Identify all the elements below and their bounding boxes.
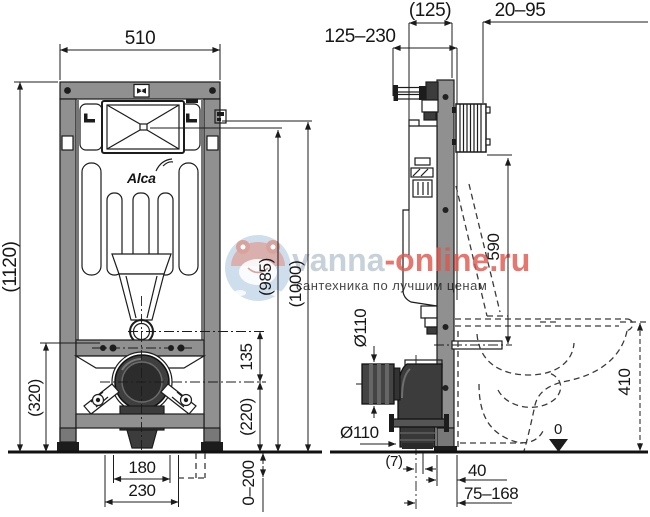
brace-left (83, 383, 120, 415)
dim-220-label: (220) (237, 398, 256, 436)
dim-590-label: 590 (484, 233, 503, 260)
dim-125-230-label: 125–230 (324, 26, 395, 47)
dim-width-510: 510 (59, 28, 221, 80)
bracket-icon-right (186, 113, 197, 123)
dim-410-label: 410 (615, 368, 634, 395)
dim-d110-bottom: Ø110 (340, 423, 396, 448)
dim-135: 135 (237, 331, 264, 382)
dim-height-1120: (1120) (0, 81, 58, 452)
dim-320-label: (320) (25, 379, 44, 417)
dim-985-label: (985) (256, 258, 275, 296)
dim-0-200: 0–200 (178, 453, 267, 512)
cistern-side (402, 119, 438, 335)
floor-datum: 0 (549, 421, 568, 452)
dim-20-95-label: 20–95 (495, 0, 546, 21)
dim-985: (985) (150, 127, 282, 452)
front-frame (59, 81, 227, 443)
flush-plate-box (452, 103, 491, 153)
flush-plate-window (101, 100, 185, 154)
dim-7: (7) (385, 453, 436, 474)
dim-230-label: 230 (128, 481, 155, 500)
dim-1000: (1000) (222, 120, 312, 452)
bracket-icon-left (84, 113, 95, 123)
dim-125-label: (125) (409, 0, 451, 21)
outlet-coupling (361, 363, 401, 405)
bracket-marker (214, 109, 227, 124)
toilet-bowl-outline (455, 183, 634, 452)
dim-0-200-label: 0–200 (239, 460, 258, 505)
dim-40: 40 (426, 455, 507, 507)
dim-75-168: 75–168 (404, 484, 519, 507)
hanger-icon (133, 83, 150, 98)
dim-frame-depth: (125) (408, 0, 453, 255)
dim-1000-label: (1000) (286, 261, 305, 308)
dim-230: 230 (104, 455, 179, 507)
dim-410: 410 (615, 321, 646, 451)
datum-triangle-icon (549, 439, 568, 452)
watermark-tagline: сантехника по лучшим ценам (296, 278, 487, 293)
dim-220: (220) (237, 382, 264, 452)
dim-7-label: (7) (385, 453, 403, 470)
dim-75-168-label: 75–168 (464, 484, 518, 503)
dim-d110-bottom-label: Ø110 (340, 423, 379, 442)
wall-anchor-rods (393, 81, 439, 121)
dim-180-label: 180 (128, 458, 155, 477)
alca-logo-text: Alca (126, 170, 156, 186)
dim-40-label: 40 (468, 461, 486, 480)
dim-320: (320) (25, 342, 100, 452)
side-post (434, 79, 457, 452)
watermark-logo (225, 235, 291, 301)
side-view (356, 48, 634, 510)
dim-d110-side-label: Ø110 (351, 309, 370, 348)
dim-d110-side: Ø110 (351, 309, 378, 418)
brace-right (160, 383, 197, 415)
dim-width-label: 510 (125, 28, 156, 49)
datum-0-label: 0 (554, 421, 562, 438)
dim-20-95: 20–95 (482, 0, 648, 103)
dim-135-label: 135 (237, 343, 256, 370)
watermark-site-name: vanna (292, 242, 385, 278)
dim-180: 180 (113, 455, 171, 483)
alca-logo: Alca (126, 158, 174, 186)
bowl-mounting-rod (434, 340, 512, 350)
foot-right (201, 442, 223, 451)
dim-590: 590 (484, 154, 512, 344)
dim-125-230: 125–230 (324, 26, 457, 96)
foot-left (57, 442, 79, 451)
dim-height-label: (1120) (0, 241, 21, 292)
